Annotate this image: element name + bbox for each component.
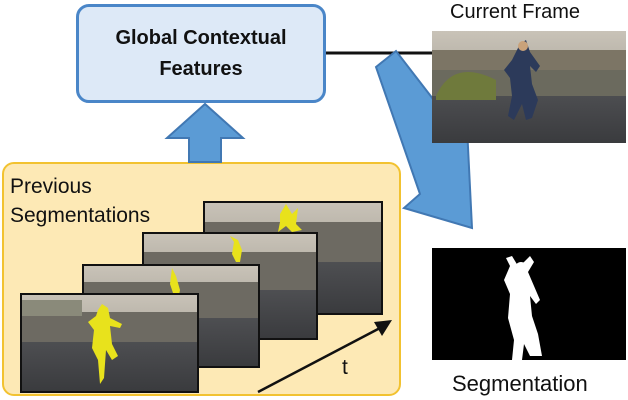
- time-arrow-head: [374, 320, 392, 336]
- previous-segmentations-label: Previous Segmentations: [10, 175, 151, 227]
- time-arrow: [257, 326, 381, 394]
- global-contextual-features-box: Global Contextual Features: [76, 4, 326, 103]
- current-frame-label: Current Frame: [450, 1, 581, 23]
- segmentation-image: [432, 248, 626, 360]
- mask-shape: [88, 304, 122, 384]
- mask-shape: [278, 204, 302, 232]
- segmentation-label: Segmentation: [452, 371, 588, 396]
- mask-shape: [170, 268, 180, 300]
- diagonal-arrow: [374, 49, 474, 230]
- global-contextual-features-label: Global Contextual Features: [115, 26, 287, 80]
- frame-1: [20, 293, 199, 393]
- up-arrow: [164, 102, 246, 163]
- time-label: t: [342, 356, 348, 379]
- current-frame-image: [432, 31, 626, 143]
- mask-shape: [230, 236, 242, 262]
